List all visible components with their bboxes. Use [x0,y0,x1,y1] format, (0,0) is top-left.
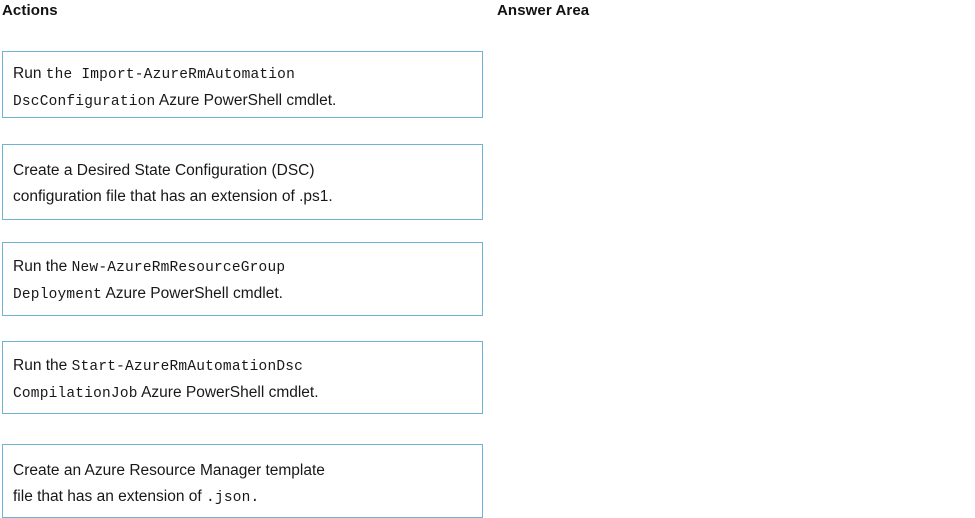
action-card-line-1: Run the New-AzureRmResourceGroup [13,254,472,281]
answer-area-drop-zone[interactable] [497,51,967,512]
action-card-import-dsc-configuration[interactable]: Run the Import-AzureRmAutomation DscConf… [2,51,483,118]
action-text-segment: Create an Azure Resource Manager templat… [13,462,325,479]
action-code-segment: Deployment [13,287,103,303]
action-code-segment: CompilationJob [13,386,138,402]
action-card-line-1: Run the Start-AzureRmAutomationDsc [13,353,472,380]
actions-list: Run the Import-AzureRmAutomation DscConf… [2,51,483,518]
action-code-segment: New-AzureRmResourceGroup [71,260,286,276]
action-card-line-1: Run the Import-AzureRmAutomation [13,61,472,88]
action-text-segment: file that has an extension of [13,488,207,505]
action-text-segment: configuration file that has an extension… [13,188,333,205]
action-text-segment: Run the [13,258,72,275]
action-code-segment: Start-AzureRmAutomationDsc [71,359,304,375]
action-card-create-dsc-configuration-file[interactable]: Create a Desired State Configuration (DS… [2,144,483,220]
action-card-create-arm-template-file[interactable]: Create an Azure Resource Manager templat… [2,444,483,518]
action-card-line-2: Deployment Azure PowerShell cmdlet. [13,281,472,308]
action-code-segment: the Import-AzureRmAutomation [45,67,295,83]
action-card-start-dsc-compilation-job[interactable]: Run the Start-AzureRmAutomationDsc Compi… [2,341,483,414]
action-card-line-1: Create a Desired State Configuration (DS… [13,158,472,184]
action-text-segment: Create a Desired State Configuration (DS… [13,162,315,179]
action-card-line-2: file that has an extension of .json. [13,484,472,511]
action-card-line-1: Create an Azure Resource Manager templat… [13,458,472,484]
action-code-segment: .json. [206,490,260,506]
actions-column-header: Actions [2,2,58,19]
action-text-segment: Azure PowerShell cmdlet. [137,384,319,401]
action-card-new-resource-group-deployment[interactable]: Run the New-AzureRmResourceGroup Deploym… [2,242,483,316]
action-text-segment: Run [13,65,46,82]
action-text-segment: Run the [13,357,72,374]
action-text-segment: Azure PowerShell cmdlet. [155,92,337,109]
action-card-line-2: CompilationJob Azure PowerShell cmdlet. [13,380,472,407]
action-text-segment: Azure PowerShell cmdlet. [102,285,283,302]
action-code-segment: DscConfiguration [13,94,156,110]
action-card-line-2: DscConfiguration Azure PowerShell cmdlet… [13,88,472,115]
action-card-line-2: configuration file that has an extension… [13,184,472,210]
answer-area-column-header: Answer Area [497,2,590,19]
